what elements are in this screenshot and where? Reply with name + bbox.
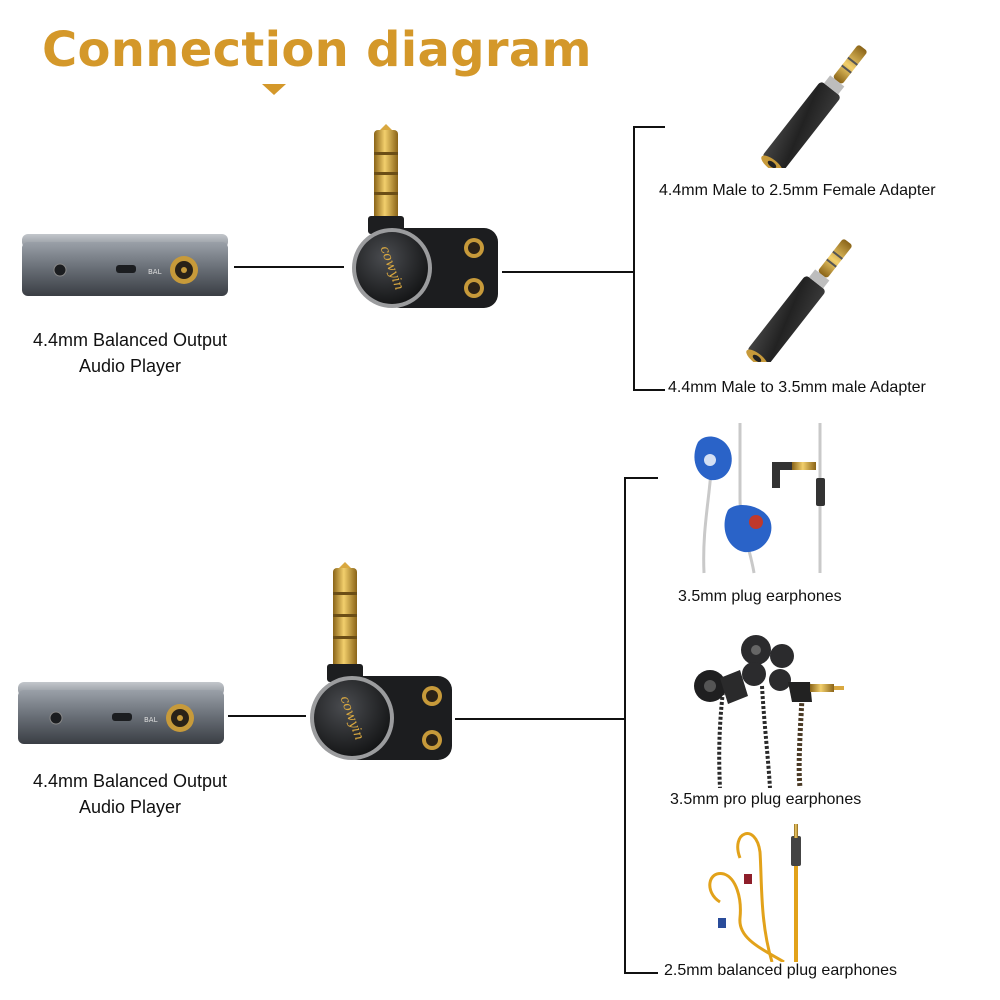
title-marker-icon bbox=[262, 84, 286, 95]
player-port-text: BAL bbox=[144, 716, 158, 724]
output-label: 4.4mm Male to 2.5mm Female Adapter bbox=[659, 182, 936, 199]
right-angle-adapter-top: cowyin bbox=[346, 124, 506, 316]
player-label-line1: 4.4mm Balanced Output bbox=[32, 330, 228, 350]
audio-player-device-bottom: BAL bbox=[16, 680, 228, 748]
right-angle-adapter-bottom: cowyin bbox=[298, 562, 458, 772]
player-label-line2: Audio Player bbox=[78, 356, 182, 376]
connector-line-adapter-branch-top bbox=[502, 271, 634, 273]
output-label: 2.5mm balanced plug earphones bbox=[664, 962, 898, 979]
connector-line-adapter-branch-bottom bbox=[455, 718, 625, 720]
diagram-title: Connection diagram bbox=[42, 22, 592, 78]
branch-bracket-tick bbox=[633, 389, 665, 391]
connector-line-player-adapter-top bbox=[234, 266, 344, 268]
branch-bracket-tick bbox=[624, 477, 658, 479]
audio-player-device-top: BAL bbox=[20, 232, 232, 300]
adapter-3-5mm-male-image bbox=[735, 232, 875, 362]
branch-bracket-vertical-bottom bbox=[624, 477, 626, 974]
output-label: 4.4mm Male to 3.5mm male Adapter bbox=[668, 379, 926, 396]
branch-bracket-vertical-top bbox=[633, 126, 635, 390]
output-label: 3.5mm plug earphones bbox=[678, 588, 842, 605]
player-label-line1: 4.4mm Balanced Output bbox=[32, 771, 228, 791]
player-label-line2: Audio Player bbox=[78, 797, 182, 817]
player-label-bottom: 4.4mm Balanced Output Audio Player bbox=[10, 768, 250, 820]
iem-earphones-blue-image bbox=[680, 418, 850, 578]
adapter-2-5mm-female-image bbox=[750, 38, 890, 168]
output-label: 3.5mm pro plug earphones bbox=[670, 791, 862, 808]
pro-earphones-black-image bbox=[684, 626, 854, 788]
connector-line-player-adapter-bottom bbox=[228, 715, 306, 717]
branch-bracket-tick bbox=[633, 126, 665, 128]
balanced-cable-gold-image bbox=[700, 822, 830, 962]
branch-bracket-tick bbox=[624, 972, 658, 974]
player-port-text: BAL bbox=[148, 268, 162, 276]
player-label-top: 4.4mm Balanced Output Audio Player bbox=[10, 327, 250, 379]
